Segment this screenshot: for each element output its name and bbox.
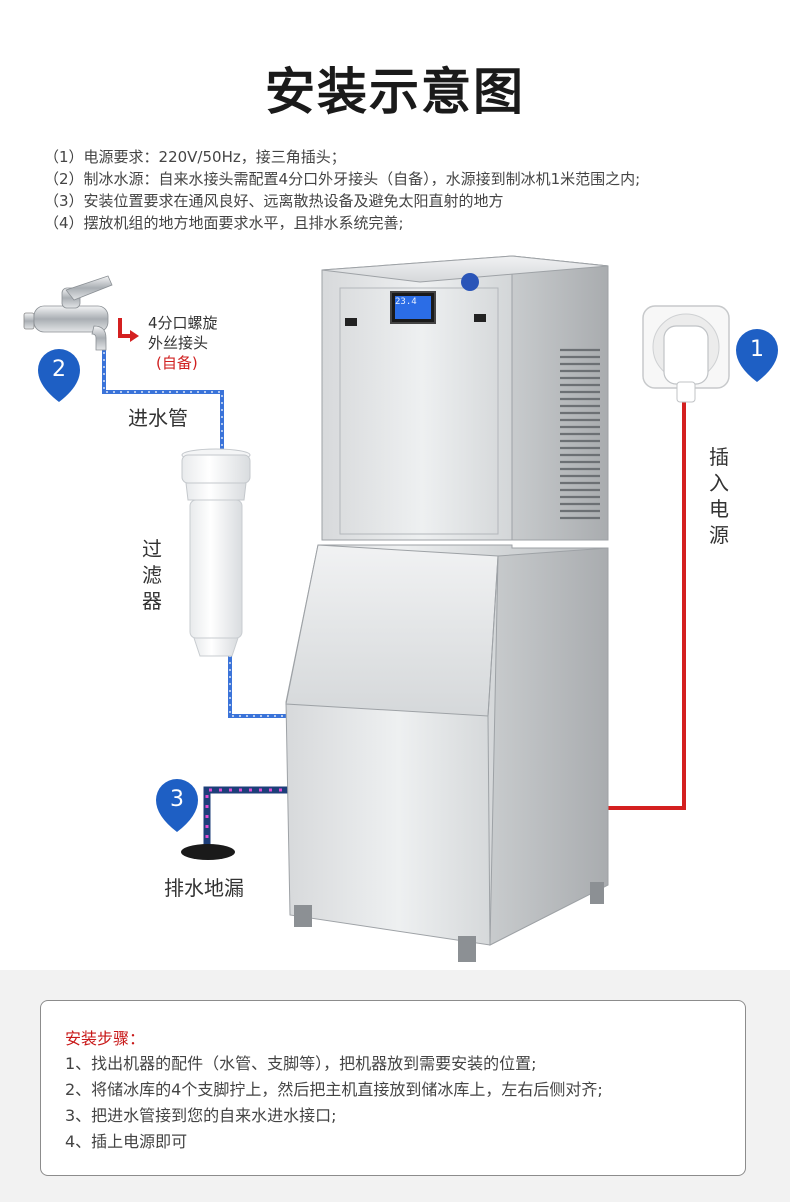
requirements-list: （1）电源要求：220V/50Hz，接三角插头； （2）制冰水源：自来水接头需配… [44,146,640,234]
brand-logo [461,273,479,291]
steps-list: 1、找出机器的配件（水管、支脚等），把机器放到需要安装的位置; 2、将储冰库的4… [65,1051,603,1155]
arrow-head-icon [130,330,139,342]
faucet-note-line1: 4分口螺旋 [148,314,218,332]
step-item: 1、找出机器的配件（水管、支脚等），把机器放到需要安装的位置; [65,1054,537,1073]
step-item: 4、插上电源即可 [65,1132,188,1151]
faucet-note-line2: 外丝接头 [148,334,209,352]
water-inlet-pipe [102,345,292,718]
installation-steps-box: 安装步骤： 1、找出机器的配件（水管、支脚等），把机器放到需要安装的位置; 2、… [40,1000,746,1176]
marker-2-label: 2 [52,357,66,382]
faucet-note-self: (自备) [156,354,198,372]
drain-pipe [203,786,290,848]
floor-drain [181,844,235,860]
power-label: 插入电源 [709,445,729,547]
arrow-icon [118,318,133,338]
display-screen: 23.4 [395,296,431,319]
filter-label: 过滤器 [142,537,162,613]
marker-3-label: 3 [170,787,184,812]
page-title: 安装示意图 [265,63,525,121]
marker-2-icon [38,349,80,402]
drain-label: 排水地漏 [164,876,244,900]
faucet-icon [23,275,113,351]
step-item: 3、把进水管接到您的自来水进水接口; [65,1106,337,1125]
marker-1-icon [736,329,778,382]
steps-heading: 安装步骤： [65,1029,146,1048]
requirement-3: （3）安装位置要求在通风良好、远离散热设备及避免太阳直射的地方 [44,192,504,210]
power-socket-icon [642,305,730,403]
requirement-4: （4）摆放机组的地方地面要求水平，且排水系统完善; [44,214,404,232]
ventilation-grille [560,348,600,520]
power-cable [608,400,686,810]
control-display: 23.4 [390,291,436,324]
inlet-pipe-label: 进水管 [128,406,188,430]
requirement-2: （2）制冰水源：自来水接头需配置4分口外牙接头（自备），水源接到制冰机1米范围之… [44,170,641,188]
requirement-1: （1）电源要求：220V/50Hz，接三角插头； [44,148,346,166]
faucet-connector-note: 4分口螺旋 外丝接头 (自备) [148,313,218,373]
marker-3-icon [156,779,198,832]
marker-1-label: 1 [750,337,764,362]
filter-icon [181,448,251,657]
ice-machine [285,255,609,962]
installation-diagram [23,255,778,962]
step-item: 2、将储冰库的4个支脚拧上，然后把主机直接放到储冰库上，左右后侧对齐; [65,1080,603,1099]
